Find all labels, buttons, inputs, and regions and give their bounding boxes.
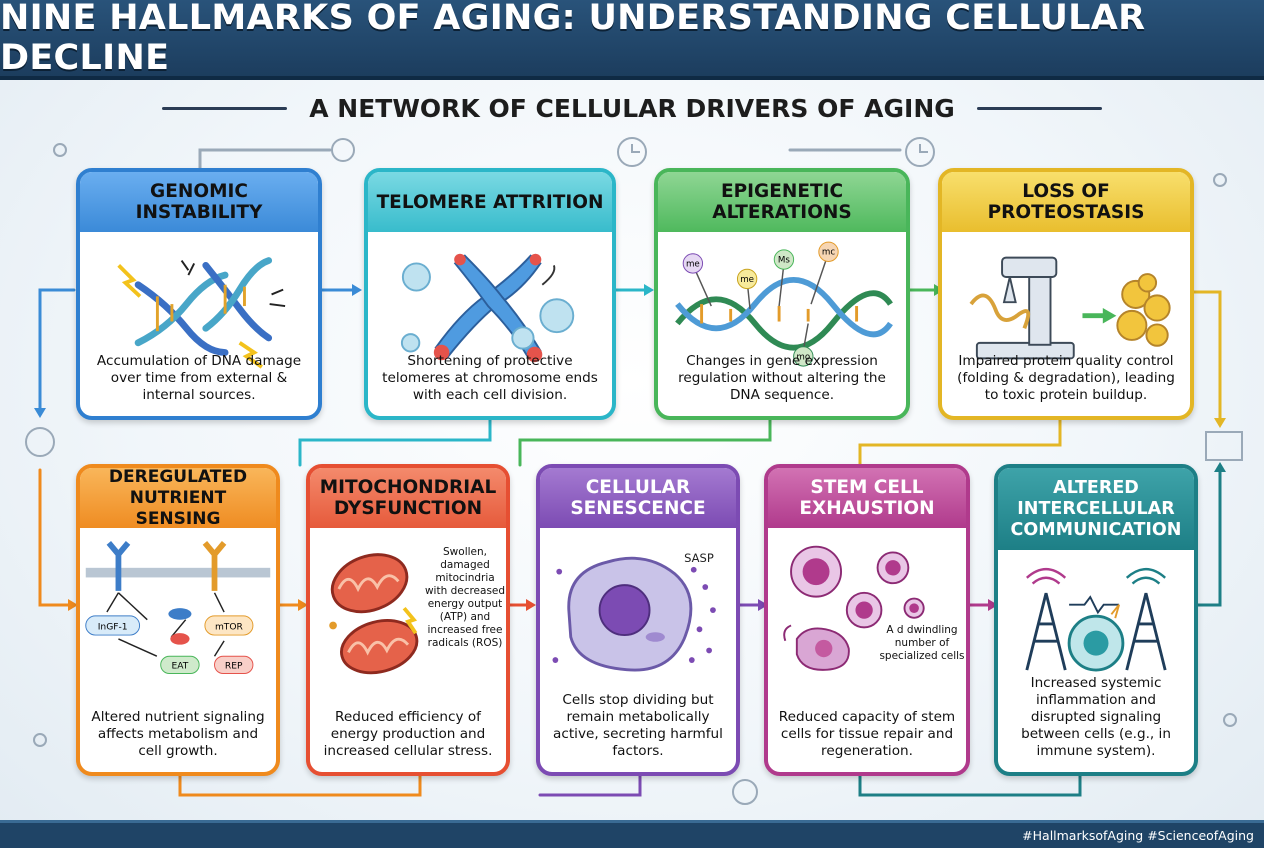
card-mitochondrial-dysfunction: MITOCHONDRIAL DYSFUNCTION Swollen, damag…: [306, 464, 510, 776]
card-description: Changes in gene expression regulation wi…: [678, 353, 886, 403]
senescent-cell-icon: SASP: [540, 530, 736, 695]
broken-dna-icon: [80, 234, 318, 380]
node-rep: REP: [225, 662, 243, 672]
card-title: ALTERED INTERCELLULAR COMMUNICATION: [998, 468, 1194, 550]
card-title: DEREGULATED NUTRIENT SENSING: [80, 468, 276, 529]
card-loss-of-proteostasis: LOSS OF PROTEOSTASIS Impaired protein qu…: [938, 168, 1194, 420]
card-title: CELLULAR SENESCENCE: [540, 468, 736, 528]
sasp-label: SASP: [684, 551, 714, 565]
card-title: GENOMIC INSTABILITY: [80, 172, 318, 232]
card-description: Reduced capacity of stem cells for tissu…: [778, 709, 956, 759]
title-bar: NINE HALLMARKS OF AGING: UNDERSTANDING C…: [0, 0, 1264, 80]
card-description: Shortening of protective telomeres at ch…: [382, 353, 598, 403]
page-subtitle: A NETWORK OF CELLULAR DRIVERS OF AGING: [309, 93, 955, 123]
tag-me-1: me: [686, 259, 700, 269]
page-title: NINE HALLMARKS OF AGING: UNDERSTANDING C…: [0, 0, 1146, 78]
card-altered-intercellular-communication: ALTERED INTERCELLULAR COMMUNICATION Incr…: [994, 464, 1198, 776]
card-deregulated-nutrient-sensing: DEREGULATED NUTRIENT SENSING InGF-1 mTOR…: [76, 464, 280, 776]
card-title: STEM CELL EXHAUSTION: [768, 468, 966, 528]
stem-cell-note: A d dwindling number of specialized cell…: [879, 624, 965, 662]
card-title: LOSS OF PROTEOSTASIS: [942, 172, 1190, 232]
card-title: EPIGENETIC ALTERATIONS: [658, 172, 906, 232]
card-title: MITOCHONDRIAL DYSFUNCTION: [310, 468, 506, 528]
card-description: Impaired protein quality control (foldin…: [957, 353, 1175, 403]
tag-me-2: me: [740, 275, 754, 285]
card-description: Cells stop dividing but remain metabolic…: [553, 692, 723, 759]
mitochondria-icon: [310, 530, 506, 695]
tag-mo: mo: [796, 352, 810, 362]
card-telomere-attrition: TELOMERE ATTRITION Shortening of protect…: [364, 168, 616, 420]
card-description: Accumulation of DNA damage over time fro…: [96, 353, 302, 403]
node-eat: EAT: [171, 662, 188, 672]
card-epigenetic-alterations: EPIGENETIC ALTERATIONS me me Ms mc: [654, 168, 910, 420]
subtitle-rule-left: [162, 106, 288, 110]
card-description: Increased systemic inflammation and disr…: [1021, 675, 1171, 759]
card-cellular-senescence: CELLULAR SENESCENCE SASP Cells stop divi…: [536, 464, 740, 776]
methylated-dna-icon: me me Ms mc mo: [658, 234, 906, 380]
node-ingf1: InGF-1: [98, 622, 128, 632]
signal-towers-icon: [998, 552, 1194, 692]
mitochondria-note: Swollen, damaged mitocindria with decrea…: [424, 546, 506, 649]
protein-machine-icon: [942, 234, 1190, 380]
tag-ms: Ms: [778, 255, 791, 265]
subtitle-rule-right: [976, 106, 1102, 110]
tag-mc: mc: [822, 248, 835, 258]
card-title: TELOMERE ATTRITION: [368, 172, 612, 232]
chromosome-icon: [368, 234, 612, 380]
footer-bar: #HallmarksofAging #ScienceofAging: [0, 820, 1264, 848]
node-mtor: mTOR: [215, 622, 244, 632]
card-description: Reduced efficiency of energy production …: [323, 709, 493, 759]
card-description: Altered nutrient signaling affects metab…: [91, 709, 265, 759]
subtitle-row: A NETWORK OF CELLULAR DRIVERS OF AGING: [0, 88, 1264, 128]
card-genomic-instability: GENOMIC INSTABILITY Accumulation of DNA …: [76, 168, 322, 420]
stem-cells-icon: [768, 530, 966, 695]
card-stem-cell-exhaustion: STEM CELL EXHAUSTION A d dwindling numbe…: [764, 464, 970, 776]
receptor-pathway-icon: InGF-1 mTOR EAT REP: [80, 530, 276, 695]
footer-hashtags: #HallmarksofAging #ScienceofAging: [1022, 828, 1254, 843]
